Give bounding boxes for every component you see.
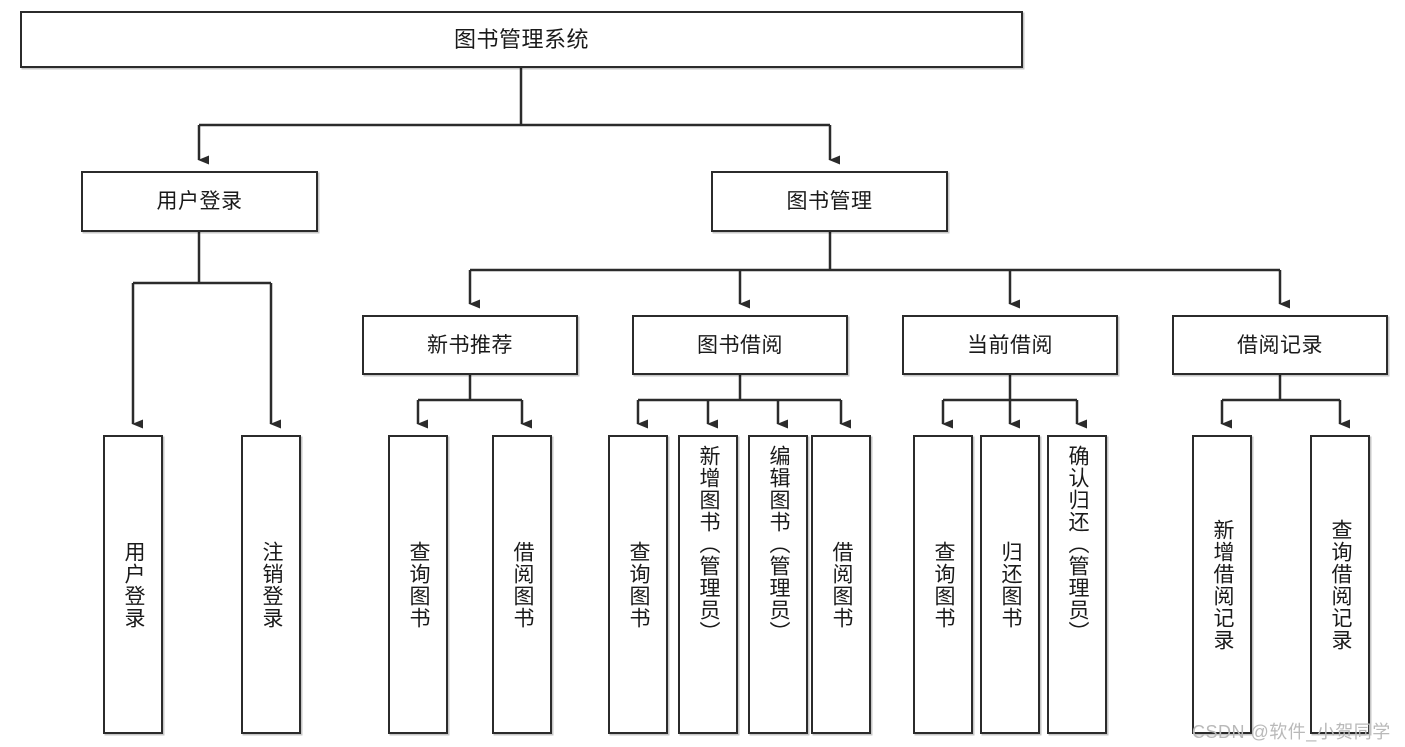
leaf-query-book-borrow[interactable]: 查询图书 bbox=[608, 435, 668, 734]
node-current-borrowing[interactable]: 当前借阅 bbox=[902, 315, 1118, 375]
node-label: 注销登录 bbox=[260, 540, 284, 629]
node-label: 查询图书 bbox=[932, 540, 956, 629]
node-user-login[interactable]: 用户登录 bbox=[81, 171, 318, 232]
node-new-book-recommendation[interactable]: 新书推荐 bbox=[362, 315, 578, 375]
node-label: 查询图书 bbox=[627, 540, 651, 629]
node-label: 图书管理 bbox=[786, 190, 873, 213]
node-label: 借阅图书 bbox=[830, 540, 854, 629]
node-label: 编辑图书（管理员） bbox=[767, 445, 791, 643]
leaf-user-login[interactable]: 用户登录 bbox=[103, 435, 163, 734]
node-label: 当前借阅 bbox=[967, 333, 1053, 357]
node-label: 查询图书 bbox=[407, 540, 431, 629]
leaf-borrow-book[interactable]: 借阅图书 bbox=[811, 435, 871, 734]
leaf-borrow-book-recommend[interactable]: 借阅图书 bbox=[492, 435, 552, 734]
node-label: 确认归还（管理员） bbox=[1066, 445, 1090, 643]
node-book-borrowing[interactable]: 图书借阅 bbox=[632, 315, 848, 375]
node-label: 用户登录 bbox=[122, 540, 146, 629]
leaf-confirm-return-admin[interactable]: 确认归还（管理员） bbox=[1047, 435, 1107, 734]
node-book-management[interactable]: 图书管理 bbox=[711, 171, 948, 232]
node-label: 借阅图书 bbox=[511, 540, 535, 629]
leaf-add-book-admin[interactable]: 新增图书（管理员） bbox=[678, 435, 738, 734]
node-book-management-system[interactable]: 图书管理系统 bbox=[20, 11, 1023, 68]
leaf-edit-book-admin[interactable]: 编辑图书（管理员） bbox=[748, 435, 808, 734]
node-label: 新书推荐 bbox=[427, 333, 513, 357]
leaf-logout[interactable]: 注销登录 bbox=[241, 435, 301, 734]
node-label: 图书借阅 bbox=[697, 333, 783, 357]
node-label: 归还图书 bbox=[999, 540, 1023, 629]
leaf-query-borrow-record[interactable]: 查询借阅记录 bbox=[1310, 435, 1370, 734]
node-label: 新增借阅记录 bbox=[1211, 518, 1235, 651]
node-label: 查询借阅记录 bbox=[1329, 518, 1353, 651]
leaf-return-book[interactable]: 归还图书 bbox=[980, 435, 1040, 734]
node-label: 新增图书（管理员） bbox=[697, 445, 721, 643]
leaf-add-borrow-record[interactable]: 新增借阅记录 bbox=[1192, 435, 1252, 734]
node-label: 借阅记录 bbox=[1237, 333, 1323, 357]
node-borrow-records[interactable]: 借阅记录 bbox=[1172, 315, 1388, 375]
leaf-query-book-recommend[interactable]: 查询图书 bbox=[388, 435, 448, 734]
node-label: 用户登录 bbox=[156, 190, 243, 213]
leaf-query-book-current[interactable]: 查询图书 bbox=[913, 435, 973, 734]
node-label: 图书管理系统 bbox=[453, 26, 589, 52]
watermark: CSDN @软件_小贺同学 bbox=[1192, 722, 1391, 742]
